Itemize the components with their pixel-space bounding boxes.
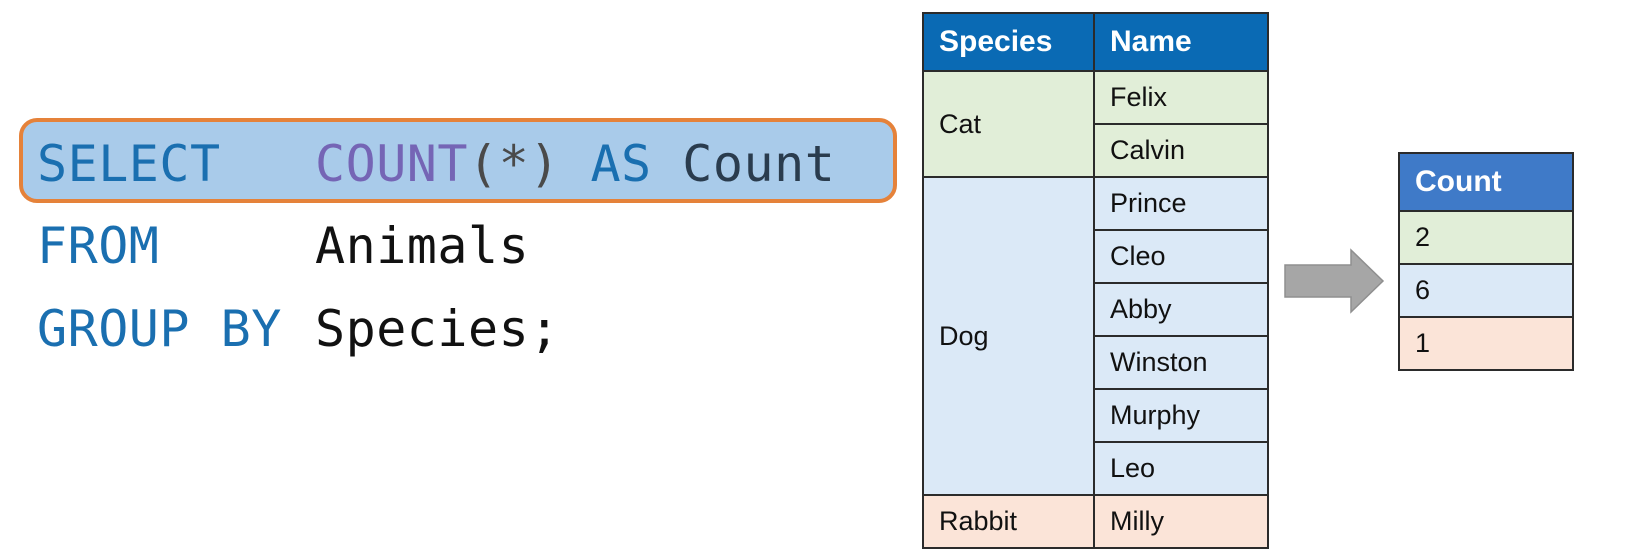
result-table: Count 2 6 1 bbox=[1398, 152, 1574, 371]
table-name: Animals bbox=[315, 217, 530, 275]
name-cell: Felix bbox=[1093, 70, 1269, 125]
species-cell: Rabbit bbox=[922, 494, 1095, 549]
table-row: Abby bbox=[923, 282, 1269, 337]
from-keyword: FROM bbox=[37, 217, 160, 275]
table-row: 2 bbox=[1398, 210, 1574, 265]
name-cell: Leo bbox=[1093, 441, 1269, 496]
sql-line-from: FROM Animals bbox=[37, 216, 529, 276]
statement-terminator: ; bbox=[529, 300, 560, 358]
count-alias: Count bbox=[682, 135, 836, 193]
right-arrow-icon bbox=[1284, 248, 1385, 314]
group-by-keyword: GROUP BY bbox=[37, 300, 282, 358]
species-cell: Cat bbox=[922, 70, 1095, 178]
count-cell: 2 bbox=[1398, 210, 1574, 265]
name-cell: Prince bbox=[1093, 176, 1269, 231]
name-cell: Cleo bbox=[1093, 229, 1269, 284]
table-row: Calvin bbox=[923, 123, 1269, 178]
name-cell: Winston bbox=[1093, 335, 1269, 390]
select-line-highlight bbox=[19, 118, 897, 203]
as-keyword: AS bbox=[590, 135, 652, 193]
result-table-header-row: Count bbox=[1398, 152, 1574, 212]
group-column: Species bbox=[315, 300, 530, 358]
sql-line-select: SELECT COUNT(*) AS Count bbox=[37, 134, 835, 194]
result-table-body: 2 6 1 bbox=[1398, 210, 1574, 371]
sql-line-group-by: GROUP BY Species; bbox=[37, 299, 560, 359]
animals-table-header-row: Species Name bbox=[922, 12, 1269, 72]
sql-query: SELECT COUNT(*) AS Count FROM Animals GROU… bbox=[19, 118, 897, 359]
name-cell: Abby bbox=[1093, 282, 1269, 337]
count-cell: 1 bbox=[1398, 316, 1574, 371]
count-function: COUNT bbox=[315, 135, 469, 193]
table-row: 1 bbox=[1398, 316, 1574, 371]
name-cell: Murphy bbox=[1093, 388, 1269, 443]
table-row: Leo bbox=[923, 441, 1269, 496]
select-keyword: SELECT bbox=[37, 135, 221, 193]
close-paren: ) bbox=[529, 135, 560, 193]
table-row: Murphy bbox=[923, 388, 1269, 443]
species-cell: Dog bbox=[922, 176, 1095, 496]
star-symbol: * bbox=[498, 135, 530, 193]
table-row: Winston bbox=[923, 335, 1269, 390]
name-cell: Calvin bbox=[1093, 123, 1269, 178]
table-row: Cleo bbox=[923, 229, 1269, 284]
name-cell: Milly bbox=[1093, 494, 1269, 549]
name-header: Name bbox=[1093, 12, 1269, 72]
count-cell: 6 bbox=[1398, 263, 1574, 318]
open-paren: ( bbox=[468, 135, 499, 193]
species-header: Species bbox=[922, 12, 1095, 72]
count-header: Count bbox=[1398, 152, 1574, 212]
table-row: 6 bbox=[1398, 263, 1574, 318]
